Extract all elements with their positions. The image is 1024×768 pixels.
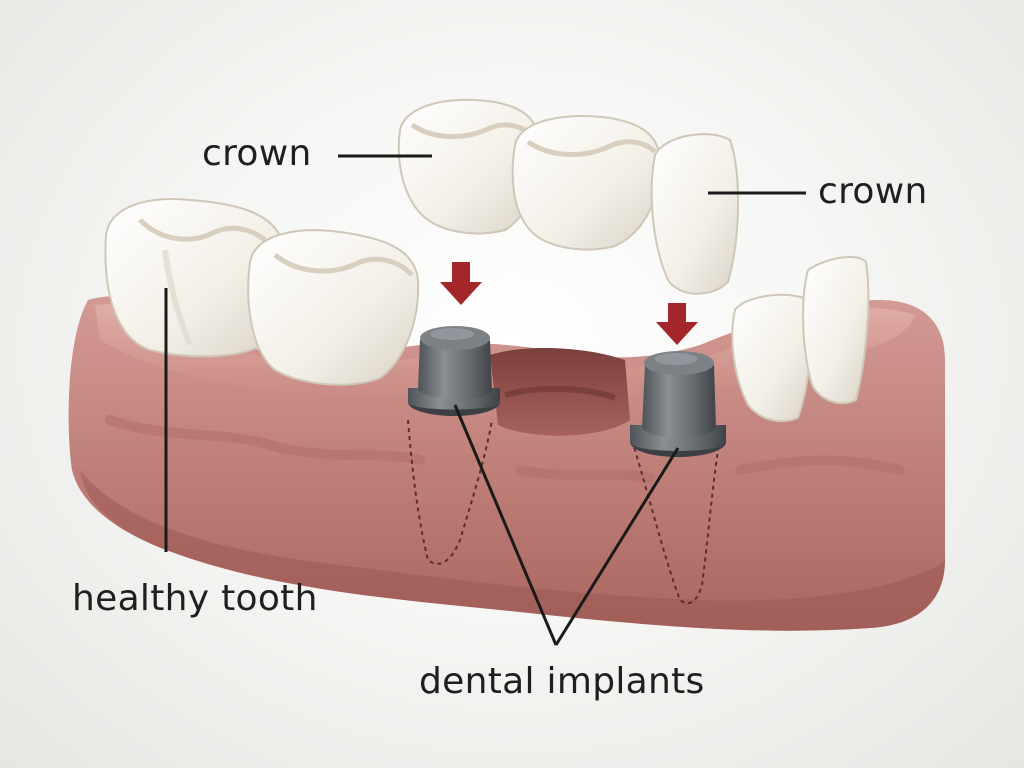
- label-crown-right: crown: [818, 171, 928, 212]
- arrow-down-icon: [440, 262, 482, 305]
- leader-lines: [164, 154, 806, 646]
- leader-line-implant-left: [453, 404, 558, 646]
- label-crown-left: crown: [202, 133, 312, 174]
- gum-bottom-shade: [80, 470, 945, 631]
- crown-molar-center: [511, 115, 662, 251]
- gum-wave: [105, 415, 905, 483]
- healthy-molar-second: [247, 229, 420, 386]
- label-healthy-tooth: healthy tooth: [72, 578, 318, 619]
- label-dental-implants: dental implants: [419, 661, 705, 702]
- dental-implant-left: [408, 326, 500, 416]
- dental-implant-right: [630, 351, 726, 457]
- crown-bridge: [397, 98, 740, 295]
- crown-incisor: [650, 133, 740, 295]
- tooth-socket: [490, 348, 630, 436]
- arrow-down-icon: [656, 303, 698, 345]
- healthy-incisor-right-2: [802, 255, 870, 405]
- implant-root-outlines: [407, 419, 719, 605]
- healthy-incisor-right-1: [731, 293, 812, 423]
- leader-line-implant-right: [554, 447, 680, 646]
- healthy-molar-left: [104, 198, 286, 358]
